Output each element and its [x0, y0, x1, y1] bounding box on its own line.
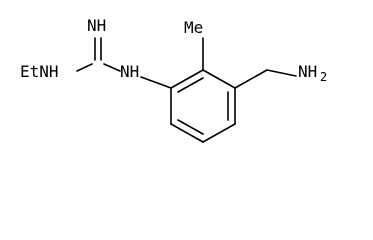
bond-ring-c4-c5 [202, 123, 236, 143]
bond-ring-c5-c6 [170, 123, 204, 143]
bond-ring-inner-3 [177, 119, 204, 135]
bond-ch2-amine [266, 69, 297, 77]
aminomethyl-label: NH [298, 62, 317, 81]
bond-ring-c2-c3 [202, 69, 236, 89]
bond-c-anilino [103, 63, 121, 72]
bond-anilino-ring [140, 76, 172, 89]
ethylamine-label: EtNH [20, 62, 59, 81]
methyl-label: Me [184, 18, 203, 37]
bond-ring-inner-1 [177, 77, 204, 93]
bond-ethylamine-c [76, 63, 93, 72]
atom-labels: NH EtNH NH Me NH 2 [20, 16, 327, 84]
imine-label: NH [87, 16, 106, 35]
anilino-label: NH [120, 62, 139, 81]
bond-lines [76, 37, 297, 143]
bond-ring-c1-c2 [170, 69, 204, 89]
bond-ring-ch2 [234, 69, 268, 89]
chemical-structure-diagram: NH EtNH NH Me NH 2 [20, 16, 327, 143]
aminomethyl-subscript: 2 [320, 70, 327, 84]
